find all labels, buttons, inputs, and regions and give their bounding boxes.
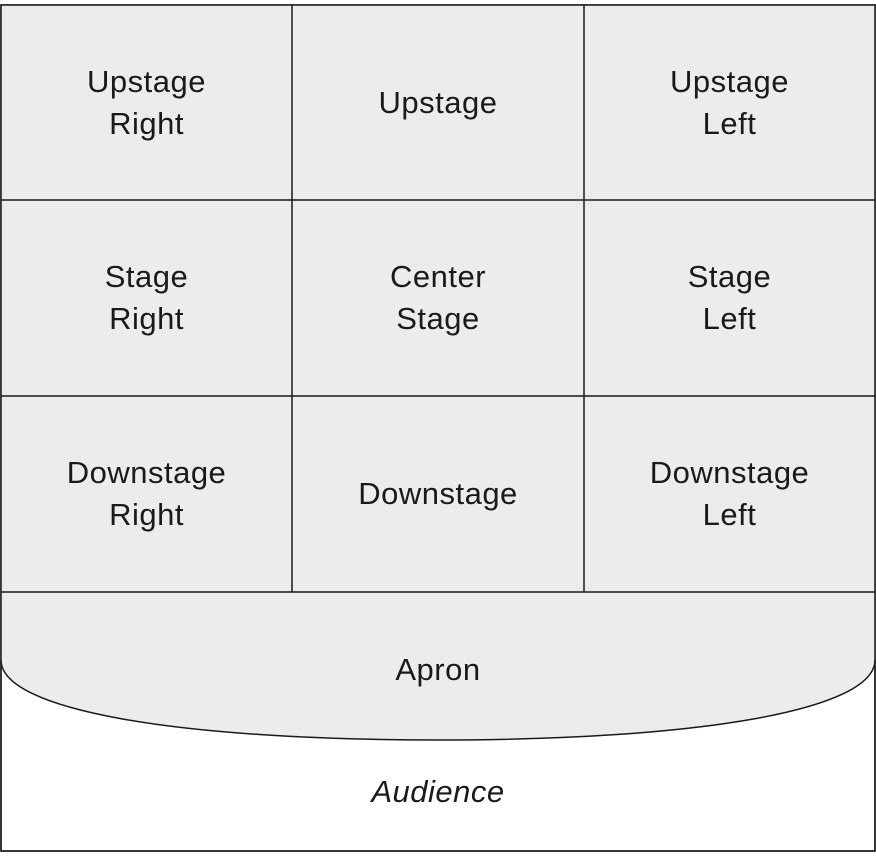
area-downstage-left: Downstage Left (584, 396, 875, 592)
area-label-line1: Upstage (378, 84, 498, 120)
area-label-line2: Left (702, 301, 757, 336)
area-center-stage: Center Stage (292, 200, 584, 396)
area-stage-right: Stage Right (1, 200, 292, 396)
area-stage-left: Stage Left (584, 200, 875, 396)
area-label-line1: Upstage (670, 63, 789, 99)
stage-area (1, 5, 875, 592)
audience-label: Audience (1, 762, 875, 822)
apron-shape (1, 592, 875, 740)
area-label-line1: Center (389, 259, 487, 294)
area-label-line1: Downstage (66, 455, 227, 490)
area-label-line2: Right (109, 105, 184, 141)
area-downstage: Downstage (292, 396, 584, 592)
area-label-line2: Right (109, 301, 184, 336)
area-upstage-left: Upstage Left (584, 5, 875, 200)
area-label-line1: Downstage (649, 455, 810, 490)
area-label-line1: Stage (687, 259, 772, 294)
area-label-line2: Left (702, 497, 757, 532)
area-label-line2: Stage (396, 301, 480, 336)
apron-label-text: Apron (395, 652, 481, 687)
audience-label-text: Audience (371, 774, 505, 809)
area-label-line2: Left (702, 105, 757, 141)
apron-label: Apron (1, 640, 875, 700)
area-upstage-right: Upstage Right (1, 5, 292, 200)
area-downstage-right: Downstage Right (1, 396, 292, 592)
area-label-line1: Downstage (358, 476, 518, 511)
area-label-line1: Upstage (87, 63, 206, 99)
area-label-line1: Stage (104, 259, 189, 294)
outer-border (0, 4, 876, 852)
area-upstage: Upstage (292, 5, 584, 200)
apron-edge (0, 659, 876, 741)
area-label-line2: Right (109, 497, 184, 532)
